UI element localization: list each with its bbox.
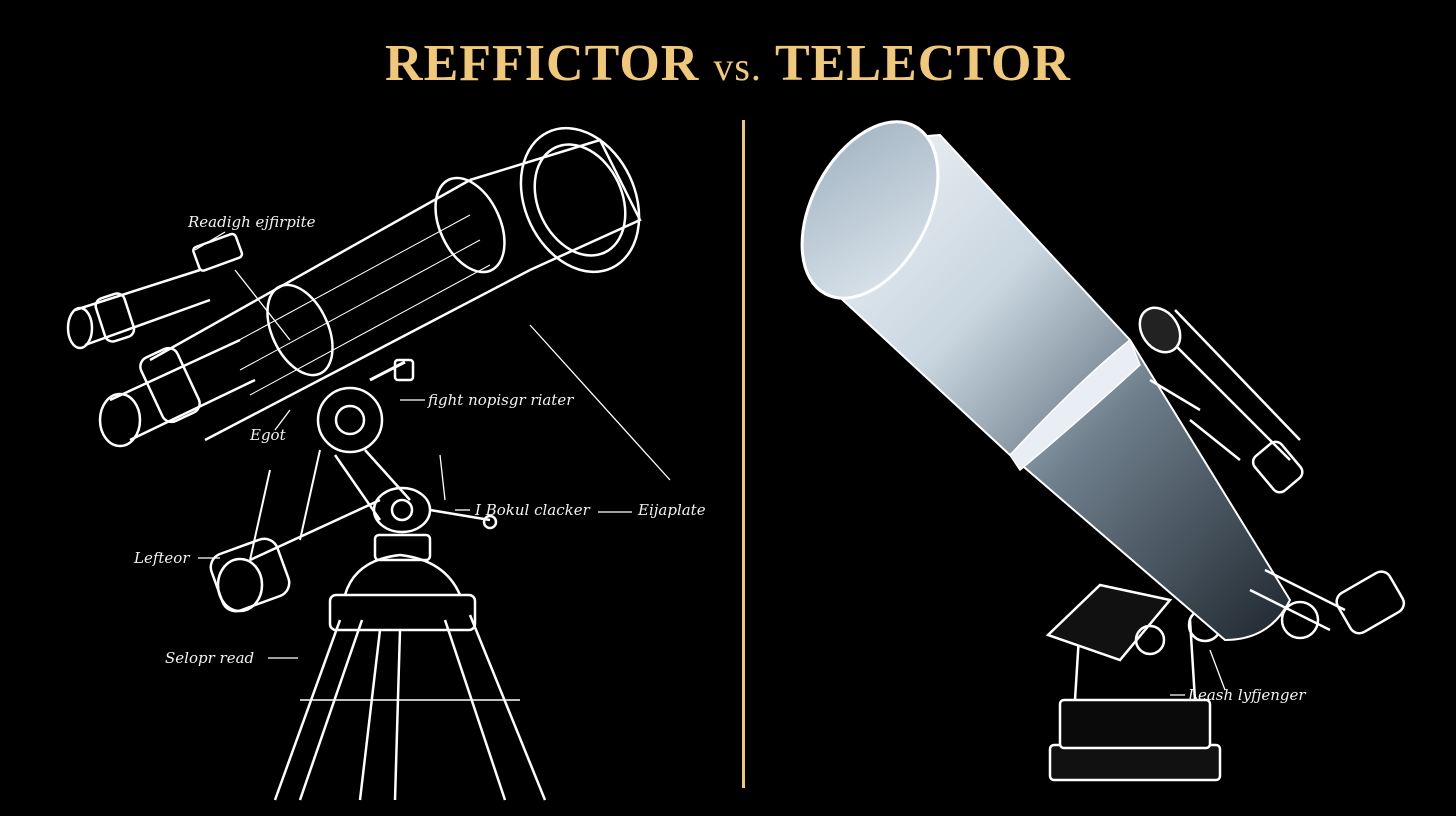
title-vs: vs. [713,44,762,89]
label-lefcor: Lefteor [134,549,190,567]
title-right: TELECTOR [774,35,1071,92]
main-tube [149,126,642,442]
label-tripod: Selopr read [165,649,255,667]
label-finder: Readigh ejfirpite [188,213,316,231]
label-base: Leash lyfjenger [1188,686,1306,704]
page-title: REFFICTOR vs. TELECTOR [0,34,1456,93]
reflector-base [1045,583,1223,782]
reflector-leader [1170,649,1226,696]
counterweight [209,449,381,613]
lower-eyepiece [98,338,256,448]
tube-aperture [800,120,940,300]
leader-lines [194,231,671,659]
refractor-illustration [66,126,671,801]
center-divider [742,120,745,788]
label-egot: Egot [250,426,286,444]
reflector-focuser [1249,568,1406,640]
title-left: REFFICTOR [385,35,700,92]
tripod-legs [273,614,547,801]
label-eyepiece: Eijaplate [638,501,706,519]
reflector-finder [1138,306,1304,494]
finder-scope [66,232,244,350]
label-focuser: I Bokul clacker [475,501,590,519]
label-mount: fight nopisgr riater [428,391,574,409]
equatorial-mount [316,358,498,530]
